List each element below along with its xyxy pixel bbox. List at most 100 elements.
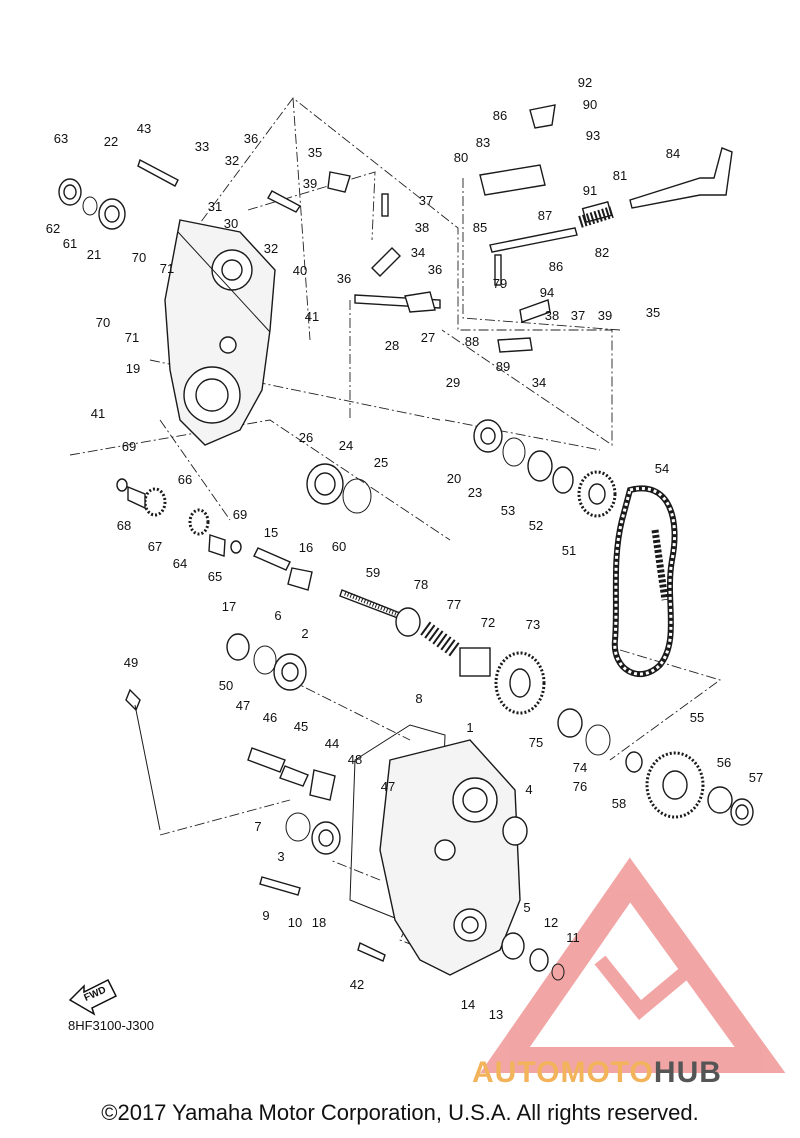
watermark-logo <box>480 857 786 1073</box>
callout-number: 32 <box>264 241 278 256</box>
callout-number: 79 <box>493 276 507 291</box>
callout-number: 44 <box>325 736 339 751</box>
callout-number: 1 <box>466 720 473 735</box>
callout-number: 9 <box>262 908 269 923</box>
callout-number: 27 <box>421 330 435 345</box>
callout-number: 40 <box>293 263 307 278</box>
callout-number: 77 <box>447 597 461 612</box>
callout-number: 14 <box>461 997 475 1012</box>
callout-number: 26 <box>299 430 313 445</box>
callout-number: 13 <box>489 1007 503 1022</box>
callout-number: 10 <box>288 915 302 930</box>
callout-number: 63 <box>54 131 68 146</box>
callout-number: 71 <box>125 330 139 345</box>
callout-number: 60 <box>332 539 346 554</box>
callout-number: 93 <box>586 128 600 143</box>
callout-number: 69 <box>122 439 136 454</box>
callout-number: 49 <box>124 655 138 670</box>
callout-number: 32 <box>225 153 239 168</box>
callout-number: 68 <box>117 518 131 533</box>
callout-number: 73 <box>526 617 540 632</box>
callout-number: 47 <box>381 779 395 794</box>
callout-number: 24 <box>339 438 353 453</box>
callout-number: 67 <box>148 539 162 554</box>
callout-number: 16 <box>299 540 313 555</box>
callout-number: 41 <box>305 309 319 324</box>
callout-number: 17 <box>222 599 236 614</box>
callout-number: 34 <box>411 245 425 260</box>
callout-number: 82 <box>595 245 609 260</box>
callout-number: 80 <box>454 150 468 165</box>
forward-arrow-icon: FWD <box>68 978 118 1016</box>
callout-number: 2 <box>301 626 308 641</box>
callout-number: 33 <box>195 139 209 154</box>
callout-number: 70 <box>132 250 146 265</box>
callout-number: 4 <box>525 782 532 797</box>
callout-number: 61 <box>63 236 77 251</box>
callout-number: 56 <box>717 755 731 770</box>
callout-number: 65 <box>208 569 222 584</box>
callout-number: 30 <box>224 216 238 231</box>
callout-number: 92 <box>578 75 592 90</box>
callout-number: 94 <box>540 285 554 300</box>
bearings-and-seals <box>58 178 754 981</box>
callout-number: 81 <box>613 168 627 183</box>
callout-number: 6 <box>274 608 281 623</box>
callout-number: 31 <box>208 199 222 214</box>
callout-number: 29 <box>446 375 460 390</box>
callout-number: 86 <box>493 108 507 123</box>
callout-number: 21 <box>87 247 101 262</box>
callout-number: 38 <box>545 308 559 323</box>
callout-number: 18 <box>312 915 326 930</box>
callout-number: 41 <box>91 406 105 421</box>
callout-number: 35 <box>646 305 660 320</box>
callout-number: 54 <box>655 461 669 476</box>
callout-number: 37 <box>419 193 433 208</box>
callout-number: 35 <box>308 145 322 160</box>
callout-number: 72 <box>481 615 495 630</box>
copyright-notice: ©2017 Yamaha Motor Corporation, U.S.A. A… <box>101 1100 699 1125</box>
callout-number: 34 <box>532 375 546 390</box>
drawing-code: 8HF3100-J300 <box>68 1018 154 1033</box>
callout-number: 53 <box>501 503 515 518</box>
callout-number: 39 <box>598 308 612 323</box>
callout-number: 47 <box>236 698 250 713</box>
callout-number: 38 <box>415 220 429 235</box>
callout-number: 28 <box>385 338 399 353</box>
drive-chain <box>611 485 678 678</box>
callout-number: 69 <box>233 507 247 522</box>
callout-number: 23 <box>468 485 482 500</box>
callout-number: 37 <box>571 308 585 323</box>
callout-number: 43 <box>137 121 151 136</box>
callout-number: 57 <box>749 770 763 785</box>
callout-number: 36 <box>337 271 351 286</box>
callout-number: 22 <box>104 134 118 149</box>
callout-number: 45 <box>294 719 308 734</box>
shafts-and-bolts <box>125 158 614 962</box>
callout-number: 42 <box>350 977 364 992</box>
callout-number: 5 <box>523 900 530 915</box>
upper-case-cover <box>164 219 276 446</box>
callout-number: 88 <box>465 334 479 349</box>
callout-number: 84 <box>666 146 680 161</box>
callout-number: 75 <box>529 735 543 750</box>
callout-number: 64 <box>173 556 187 571</box>
gears <box>127 470 705 819</box>
callout-number: 58 <box>612 796 626 811</box>
callout-number: 20 <box>447 471 461 486</box>
callout-number: 12 <box>544 915 558 930</box>
callout-number: 89 <box>496 359 510 374</box>
watermark-text: AUTOMOTOHUB <box>472 1056 722 1090</box>
callout-number: 59 <box>366 565 380 580</box>
callout-number: 66 <box>178 472 192 487</box>
callout-number: 52 <box>529 518 543 533</box>
callout-number: 11 <box>566 930 580 945</box>
callout-number: 62 <box>46 221 60 236</box>
watermark-text-part1: AUTOMOTO <box>472 1056 654 1089</box>
callout-number: 71 <box>160 261 174 276</box>
callout-number: 90 <box>583 97 597 112</box>
callout-number: 55 <box>690 710 704 725</box>
callout-number: 36 <box>428 262 442 277</box>
